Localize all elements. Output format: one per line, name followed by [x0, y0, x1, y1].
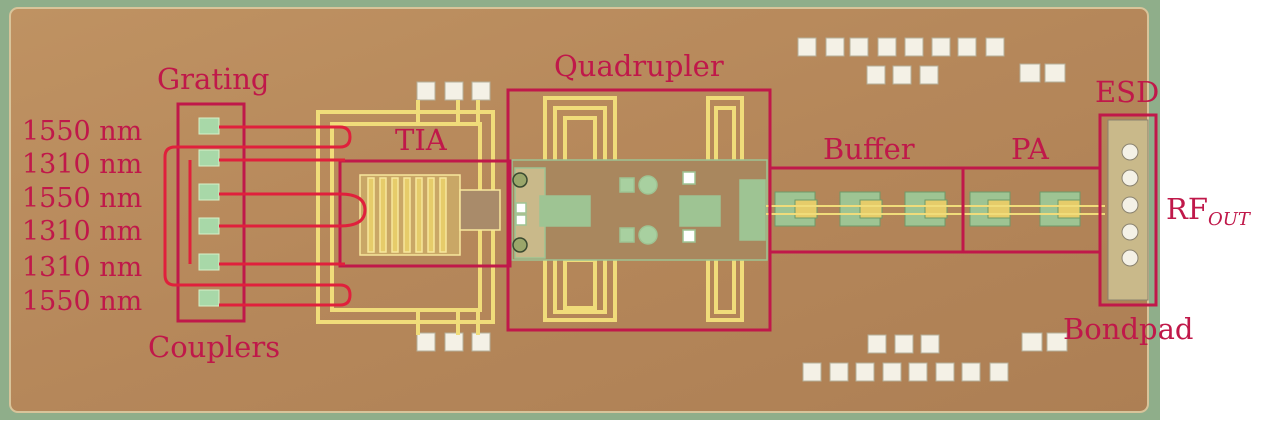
- wavelength-label: 1550 nm: [22, 286, 143, 317]
- label-rf-out: RFOUT: [1166, 195, 1250, 229]
- grating-box: [176, 102, 246, 323]
- label-bondpad: Bondpad: [1063, 312, 1194, 346]
- annotation-boxes: [176, 88, 1158, 332]
- rf-out-subscript: OUT: [1207, 209, 1250, 230]
- wavelength-label: 1550 nm: [22, 183, 143, 214]
- wavelength-label: 1310 nm: [22, 252, 143, 283]
- bottom-pad-array: [416, 332, 1068, 382]
- label-buffer: Buffer: [823, 132, 915, 166]
- output-bondpads: [1107, 119, 1149, 301]
- grating-coupler-cells: [198, 117, 220, 307]
- top-pad-array: [416, 37, 1066, 101]
- esd-box: [1098, 113, 1158, 307]
- wavelength-label: 1550 nm: [22, 116, 143, 147]
- optical-routing: [163, 125, 367, 307]
- wavelength-label: 1310 nm: [22, 149, 143, 180]
- label-quadrupler: Quadrupler: [554, 49, 724, 83]
- signal-line: [766, 205, 1105, 215]
- label-couplers: Couplers: [148, 330, 281, 364]
- label-tia: TIA: [395, 123, 447, 157]
- label-esd: ESD: [1095, 75, 1160, 109]
- tia-core: [359, 174, 501, 256]
- tia-box: [338, 159, 512, 268]
- label-pa: PA: [1011, 132, 1049, 166]
- quadrupler-core: [511, 159, 768, 261]
- buffer-pa-stages: [774, 191, 1081, 227]
- label-grating: Grating: [157, 62, 270, 96]
- wavelength-label: 1310 nm: [22, 216, 143, 247]
- rf-out-main: RF: [1166, 192, 1208, 226]
